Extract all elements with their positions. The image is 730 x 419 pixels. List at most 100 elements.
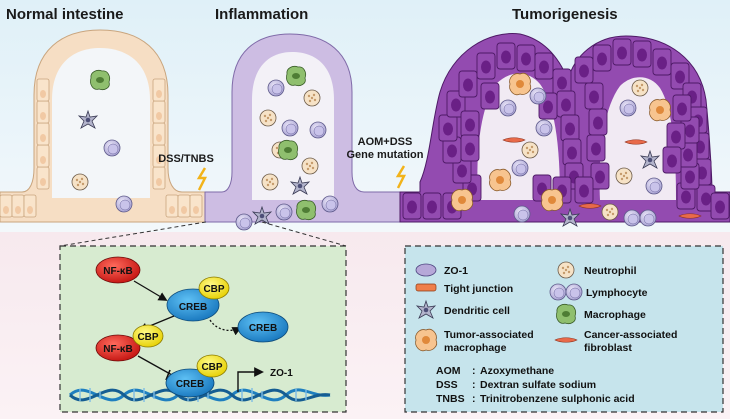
tumor-associated-macrophage (509, 72, 532, 96)
creb-label: CREB (176, 379, 204, 390)
epithelial-cell (36, 166, 50, 190)
trigger-dss-tnbs: DSS/TNBS (158, 153, 214, 165)
legend-label: Tumor-associated (444, 329, 534, 341)
inhibition-line (137, 355, 173, 376)
lymphocyte-cell (623, 209, 641, 227)
nfkb-label: NF-κB (103, 344, 132, 355)
epithelial-cell (11, 194, 25, 218)
normal-villus (0, 29, 206, 223)
lightning-icon (395, 165, 407, 189)
nfkb-label: NF-κB (103, 266, 132, 277)
epithelial-cell (23, 194, 37, 218)
title-inflammation: Inflammation (215, 6, 308, 23)
legend-item-dendritic-cell: Dendritic cell (416, 300, 510, 319)
macrophage-cell (295, 199, 317, 221)
abbr-definition: Dextran sulfate sodium (480, 379, 596, 391)
neutrophil-cell (301, 157, 319, 175)
tumor-cell (516, 44, 536, 72)
tumor-cell (402, 192, 422, 220)
lymphocyte-cell (639, 209, 657, 227)
inhibition-bar (165, 369, 171, 381)
tumor-cell (438, 114, 458, 142)
tam-icon (415, 328, 438, 352)
cancer-associated-fibroblast (502, 137, 526, 143)
zo1-gene-label: ZO-1 (270, 368, 293, 379)
epithelial-cell (36, 78, 50, 102)
activation-arrow (133, 280, 168, 301)
lymphocyte-cell (511, 159, 529, 177)
lymphocyte-cell (645, 177, 663, 195)
epithelial-cell (36, 144, 50, 168)
cancer-associated-fibroblast (578, 203, 602, 209)
neutrophil-cell (259, 109, 277, 127)
cbp-label: CBP (203, 284, 224, 295)
abbr-sep: : (472, 379, 476, 391)
cbp-label: CBP (201, 362, 222, 373)
epithelial-cell (189, 194, 203, 218)
creb-label: CREB (249, 323, 277, 334)
neutrophil-cell (261, 173, 279, 191)
abbr-term: AOM (436, 365, 461, 377)
neutrophil-cell (615, 167, 633, 185)
tumor-cell (476, 52, 496, 80)
neutrophil-icon (557, 261, 575, 279)
macrophage-cell (89, 69, 111, 91)
legend-item-lymphocyte: Lymphocyte (549, 283, 648, 301)
neutrophil-cell (303, 89, 321, 107)
tumor-cell (590, 162, 610, 190)
lymphocyte-icon (565, 283, 583, 301)
abbr-definition: Azoxymethane (480, 365, 554, 377)
legend-item-neutrophil: Neutrophil (557, 261, 637, 279)
creb-node-free: CREB (237, 311, 289, 343)
macrophage-cell (277, 139, 299, 161)
lymphocyte-cell (499, 99, 517, 117)
legend-label: Dendritic cell (444, 305, 510, 317)
lymphocyte-cell (309, 121, 327, 139)
lymphocyte-cell (535, 119, 553, 137)
neutrophil-cell (521, 141, 539, 159)
neutrophil-cell (631, 79, 649, 97)
nfkb-node-top: NF-κB (95, 256, 141, 284)
macrophage-cell (285, 65, 307, 87)
creb-cbp-complex-top: CREB CBP (166, 276, 230, 322)
legend-label: Macrophage (584, 309, 646, 321)
tumor-cell (632, 40, 652, 68)
lymphocyte-cell (619, 99, 637, 117)
tumor-associated-macrophage (451, 188, 474, 212)
lymphocyte-cell (275, 203, 293, 221)
tumor-associated-macrophage (649, 98, 672, 122)
epithelial-cell (152, 166, 166, 190)
legend-label: Tight junction (444, 283, 513, 295)
tumor-cell (672, 94, 692, 122)
legend-item-caf: Cancer-associated fibroblast (554, 329, 677, 354)
tumor-cell (574, 56, 594, 84)
creb-label: CREB (179, 302, 207, 313)
neutrophil-cell (601, 203, 619, 221)
abbr-sep: : (472, 393, 476, 405)
epithelial-cell (36, 100, 50, 124)
tumor-cell (480, 82, 500, 110)
trigger-gene-mutation: Gene mutation (346, 149, 423, 161)
neutrophil-cell (71, 173, 89, 191)
tumor-associated-macrophage (489, 168, 512, 192)
nfkb-cbp-complex: NF-κB CBP (95, 324, 164, 362)
epithelial-cell (0, 194, 13, 218)
abbr-term: DSS (436, 379, 458, 391)
trigger-aom-dss: AOM+DSS (358, 136, 413, 148)
title-tumorigenesis: Tumorigenesis (512, 6, 618, 23)
tight-junction-icon (415, 283, 437, 292)
lymphocyte-cell (267, 79, 285, 97)
zoom-line-left (59, 221, 207, 247)
lymphocyte-cell (529, 87, 547, 105)
legend-label: fibroblast (584, 342, 632, 354)
legend-label: Neutrophil (584, 265, 637, 277)
epithelial-cell (152, 78, 166, 102)
creb-cbp-complex-promoter: CREB CBP (165, 354, 228, 398)
epithelial-cell (177, 194, 191, 218)
abbr-term: TNBS (436, 393, 465, 405)
lymphocyte-cell (281, 119, 299, 137)
abbr-sep: : (472, 365, 476, 377)
epithelial-cell (152, 100, 166, 124)
tumor-cell (460, 134, 480, 162)
